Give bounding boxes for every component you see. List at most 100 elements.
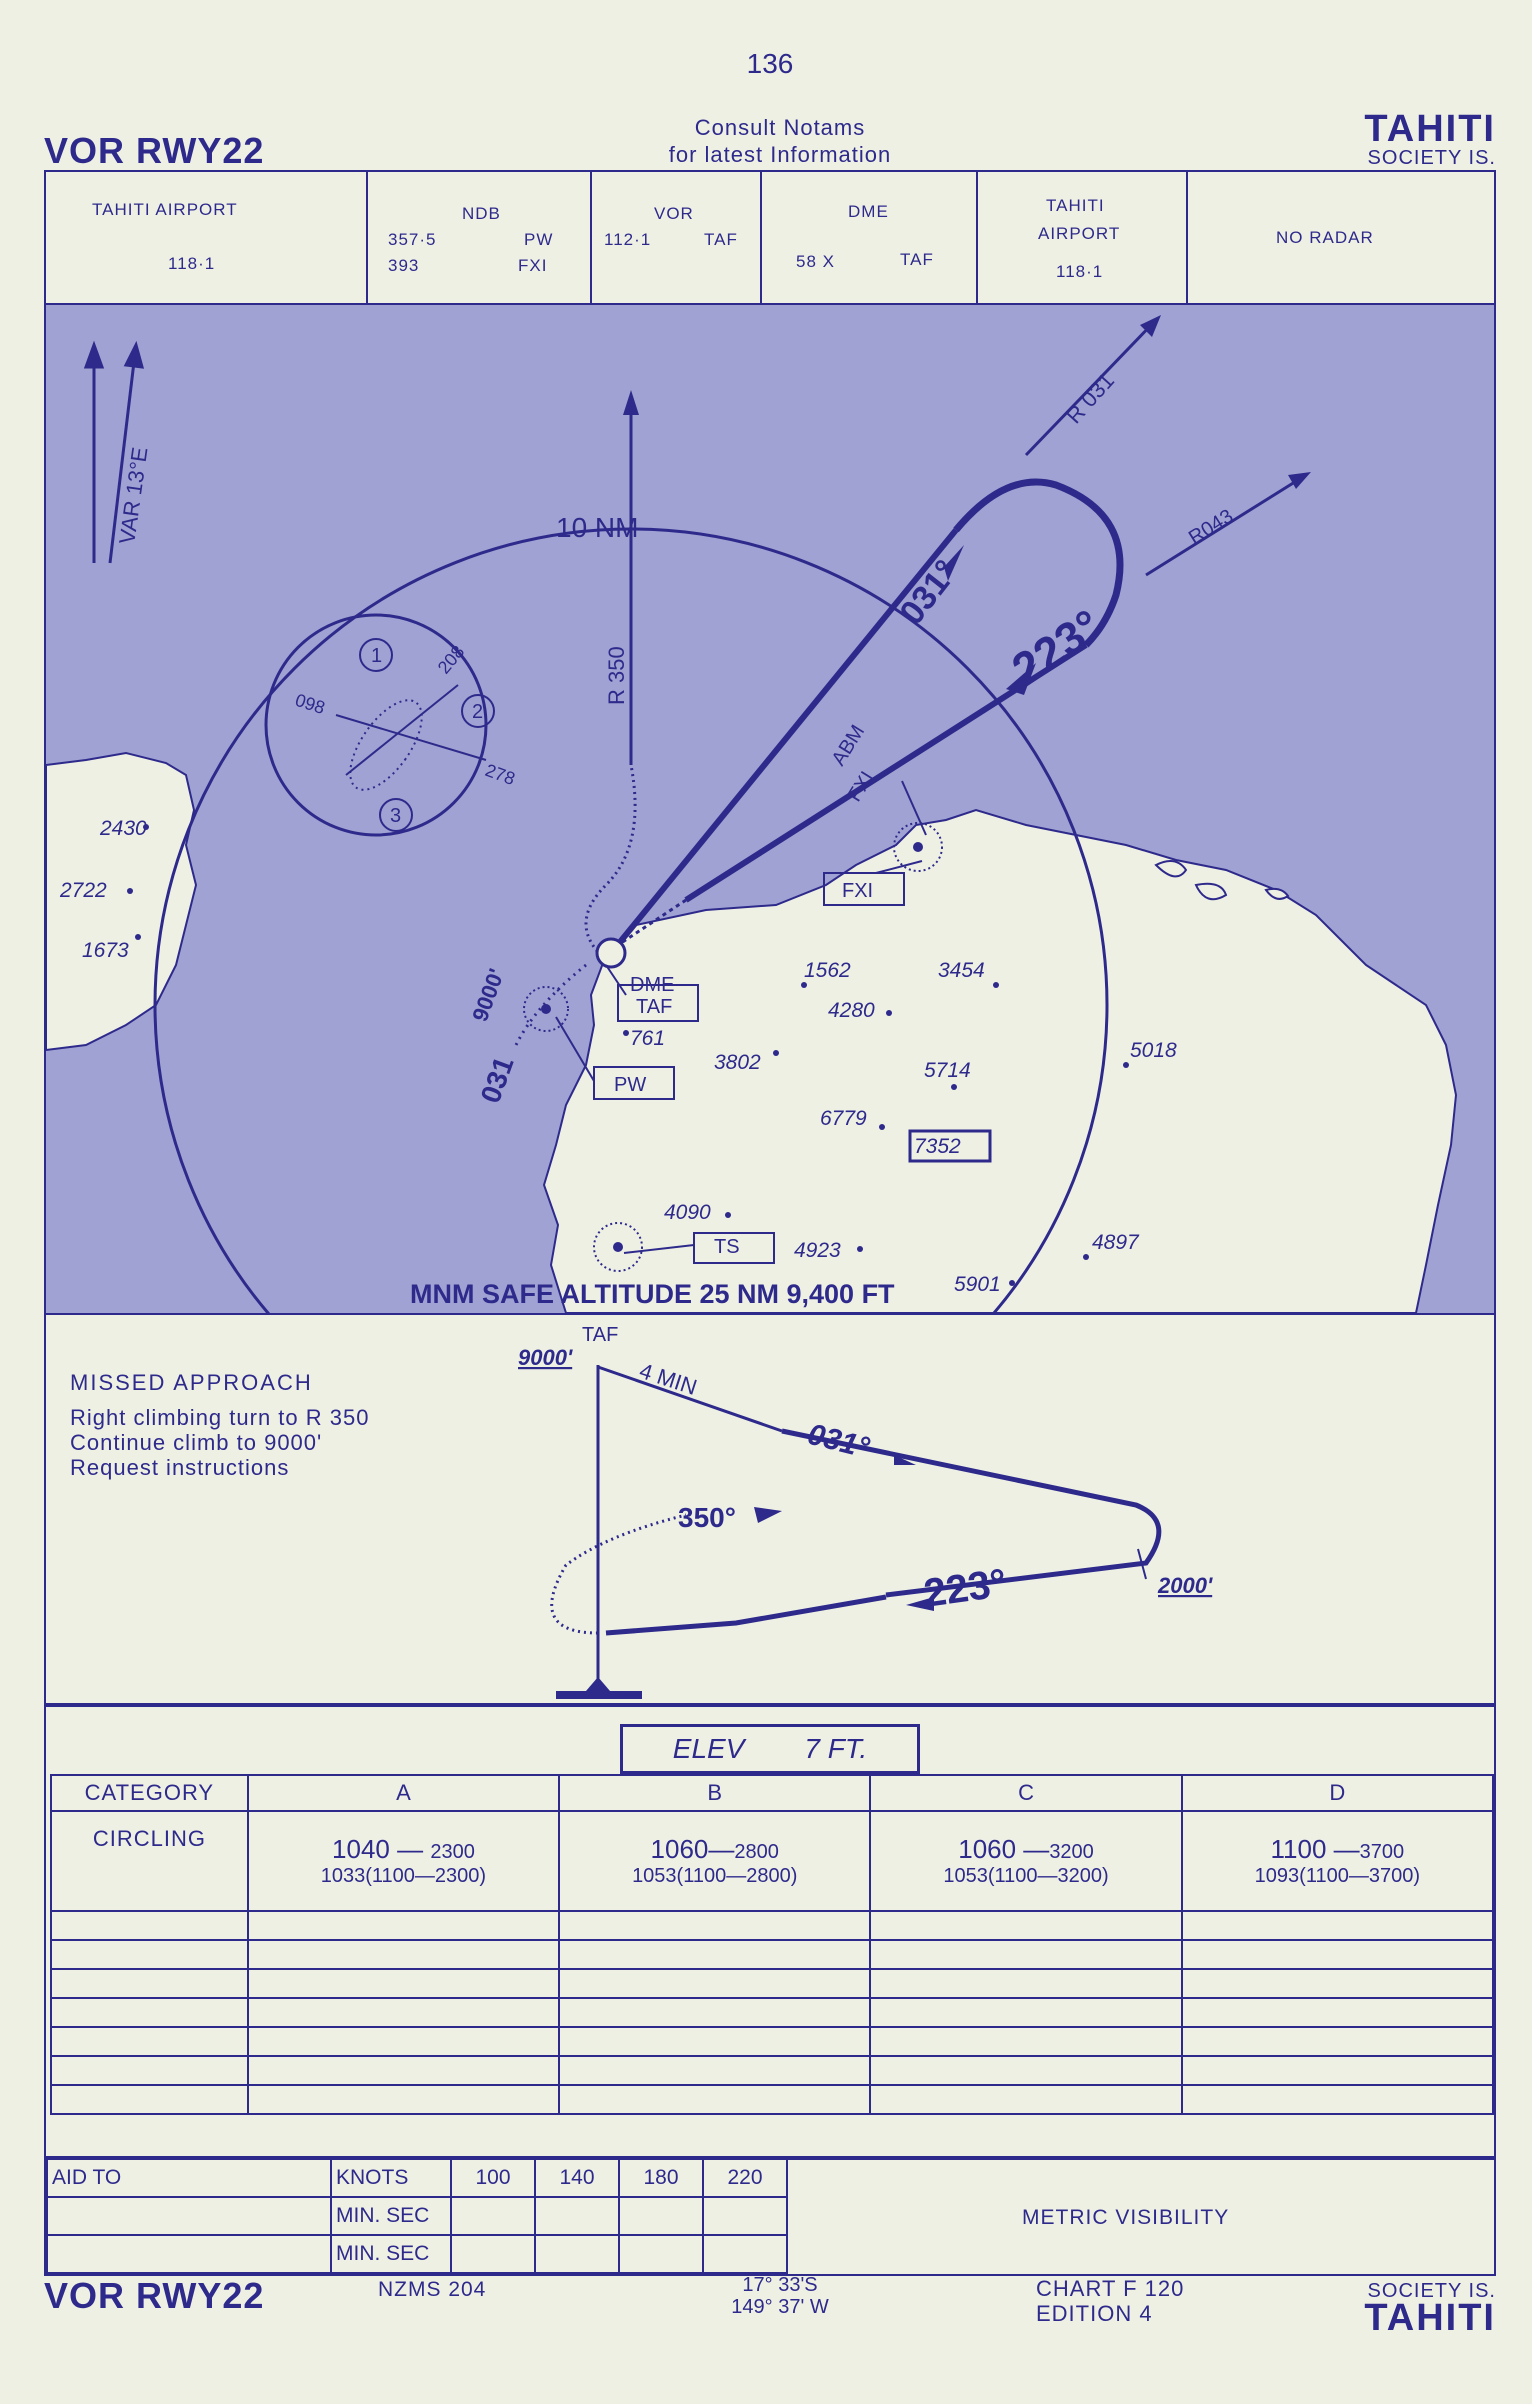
ndb-id-1: PW [524, 230, 554, 249]
vor-dme-taf [595, 937, 627, 969]
speed-180: 180 [618, 2158, 704, 2198]
profile-inbound: 223° [921, 1561, 1009, 1616]
procedure-title-bottom: VOR RWY22 [44, 2275, 265, 2316]
nav-dme: DME [630, 974, 674, 996]
holding-n3: 3 [390, 805, 401, 827]
profile-ground-peak [586, 1677, 610, 1691]
r043-arrow [1288, 472, 1311, 489]
profile-time: 4 MIN [636, 1358, 700, 1400]
spot-2722: 2722 [59, 879, 107, 902]
spot-5714: 5714 [924, 1059, 971, 1082]
vor-id: TAF [704, 230, 738, 249]
profile-track-in [605, 1594, 887, 1636]
ndb-freq-2: 393 [388, 256, 420, 275]
spot-7352-box [908, 1129, 992, 1163]
ndb-pw [523, 986, 569, 1032]
circling-a: 1040 — 2300 1033(1100—2300) [246, 1810, 561, 1912]
frequency-strip: TAHITI AIRPORT 118·1 NDB 357·5 PW 393 FX… [44, 170, 1496, 305]
place-region-bottom: SOCIETY IS. [1367, 2280, 1496, 2302]
land-tahiti [542, 808, 1458, 1313]
profile-alt-top: 9000' [518, 1345, 573, 1370]
spot-4280: 4280 [828, 999, 875, 1022]
profile-track-out [597, 1365, 783, 1433]
r350-label: R 350 [604, 646, 629, 705]
minima-table: CATEGORY A B C D CIRCLING 1040 — 2300 10… [50, 1774, 1495, 2115]
vor-label: VOR [654, 204, 694, 223]
circling-d-vis: 3700 [1359, 1841, 1405, 1863]
r031-arrow [1140, 315, 1161, 337]
consult-notams: Consult Notams for latest Information [600, 114, 960, 168]
holding-numbers: 1 2 3 [359, 638, 495, 832]
spot-4090: 4090 [664, 1201, 711, 1224]
tahiti-airport-freq: 118·1 [168, 254, 216, 273]
spot-2430: 2430 [99, 817, 147, 840]
page-number: 136 [746, 48, 794, 79]
chart-id: CHART F 120 [1036, 2276, 1185, 2301]
elevation-box: ELEV 7 FT. [620, 1724, 920, 1774]
nav-boxes [593, 872, 905, 1264]
elev-value: 7 FT. [804, 1733, 868, 1764]
missed-approach: MISSED APPROACH Right climbing turn to R… [70, 1370, 369, 1480]
nav-labels: DME TAF PW FXI TS [614, 880, 873, 1258]
spot-dots [127, 824, 1129, 1286]
profile-track-out2 [781, 1428, 1162, 1598]
place-region: SOCIETY IS. [1367, 147, 1496, 169]
ndb-fxi [893, 822, 943, 872]
minima-empty-row [50, 1939, 1495, 1970]
profile-outbound: 031° [804, 1418, 873, 1465]
freq-tahiti-airport: TAHITI AIRPORT 118·1 [46, 172, 368, 303]
circling-b: 1060—2800 1053(1100—2800) [558, 1810, 872, 1912]
minima-empty-row [50, 1968, 1495, 1999]
ndb-ts [593, 1222, 643, 1272]
minima-empty-row [50, 1997, 1495, 2028]
category-b: B [558, 1774, 872, 1812]
holding-pattern [349, 699, 423, 791]
place-name-bottom: TAHITI [1364, 2297, 1496, 2339]
holding-in [335, 714, 487, 761]
min-sec-label-1: MIN. SEC [330, 2196, 452, 2236]
north-arrows [83, 340, 145, 564]
spot-3454: 3454 [938, 959, 985, 982]
nzms-ref: NZMS 204 [378, 2278, 487, 2301]
spot-1673: 1673 [82, 939, 129, 962]
aid-row-knots: AID TO KNOTS 100 140 180 220 [46, 2158, 788, 2198]
holding-out [345, 684, 459, 776]
vor-freq: 112·1 [604, 230, 652, 249]
aid-to-label: AID TO [46, 2158, 332, 2198]
circling-label: CIRCLING [50, 1810, 249, 1912]
speed-100: 100 [450, 2158, 536, 2198]
freq-dme: DME 58 X TAF [762, 172, 978, 303]
latitude: 17° 33'S [742, 2274, 818, 2296]
elev-label: ELEV [672, 1733, 745, 1764]
ndb-freq-1: 357·5 [388, 230, 437, 249]
profile-view: TAF 9000' 4 MIN 031° 223° 350° 2000' [44, 1313, 1496, 1705]
spot-3802: 3802 [714, 1051, 761, 1074]
abm-tick [901, 780, 927, 836]
circling-b-vis: 2800 [734, 1841, 779, 1863]
circling-b-sub: 1053(1100—2800) [632, 1865, 798, 1887]
spot-7352: 7352 [914, 1135, 961, 1158]
chart-edition: EDITION 4 [1036, 2301, 1153, 2326]
holding-n2: 2 [472, 701, 483, 723]
nav-pw: PW [614, 1074, 646, 1096]
tower-line-1: TAHITI [1046, 196, 1105, 215]
category-a: A [246, 1774, 561, 1812]
missed-heading: MISSED APPROACH [70, 1370, 313, 1395]
category-c: C [869, 1774, 1183, 1812]
procedure-title: VOR RWY22 [44, 130, 265, 171]
freq-tahiti-tower: TAHITI AIRPORT 118·1 [978, 172, 1188, 303]
minima-empty-row [50, 2084, 1495, 2115]
speed-220: 220 [702, 2158, 788, 2198]
place-name: TAHITI [1364, 108, 1496, 150]
radar-label: NO RADAR [1276, 228, 1374, 247]
islet-1 [1154, 860, 1188, 878]
profile-alt-turn: 2000' [1157, 1573, 1213, 1598]
circling-c-sub: 1053(1100—3200) [943, 1865, 1109, 1887]
nav-ts: TS [714, 1236, 740, 1258]
tower-freq: 118·1 [1056, 262, 1104, 281]
place-header: TAHITI SOCIETY IS. [1364, 108, 1496, 170]
missed-line-2: Continue climb to 9000' [70, 1430, 323, 1455]
msa-label: MNM SAFE ALTITUDE 25 NM 9,400 FT [410, 1279, 895, 1309]
chart-number: CHART F 120 EDITION 4 [1036, 2276, 1184, 2326]
ndb-label: NDB [462, 204, 501, 223]
